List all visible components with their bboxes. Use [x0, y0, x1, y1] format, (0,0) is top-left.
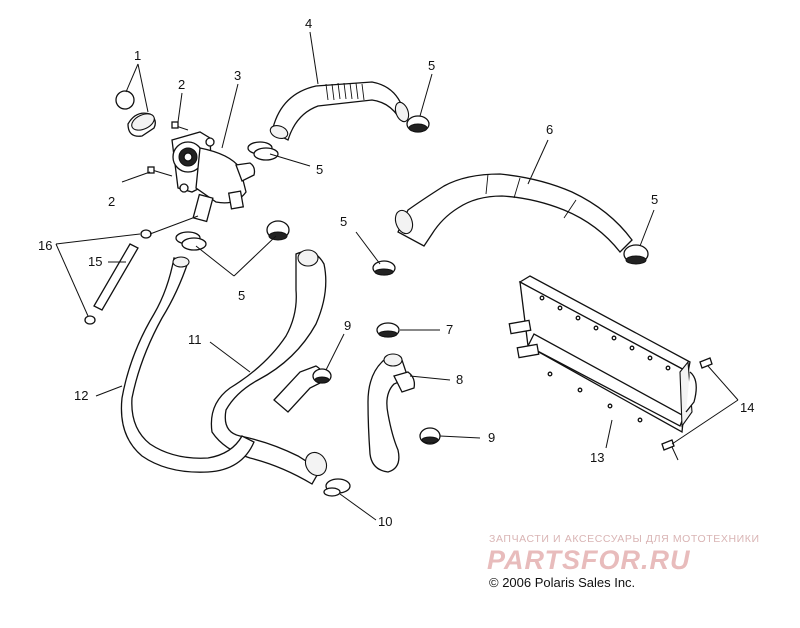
clamp-5-upper-left	[247, 141, 279, 161]
callout-9-upper: 9	[344, 318, 351, 333]
callout-14: 14	[740, 400, 754, 415]
clamp-5-middle	[266, 220, 290, 241]
clamp-7	[376, 322, 400, 338]
callout-16: 16	[38, 238, 52, 253]
callout-11: 11	[188, 332, 202, 347]
callout-5-right: 5	[651, 192, 658, 207]
watermark-logo: PARTSFOR.RU	[487, 545, 691, 575]
upper-hose	[269, 81, 410, 141]
leader-lines	[55, 31, 739, 521]
heat-exchanger	[508, 275, 697, 434]
screw-top-right	[699, 357, 713, 369]
callout-3: 3	[234, 68, 241, 83]
lower-hose-long	[120, 256, 255, 473]
screw-upper	[171, 121, 189, 131]
clamp-10	[323, 478, 351, 497]
clamp-5-right	[623, 244, 649, 265]
callout-5-lower-left: 5	[238, 288, 245, 303]
clamp-9-lower	[419, 427, 441, 445]
callout-labels: 1 2 2 3 4 5 5 5 5 5 6 7 8 9 9 10 11 12 1…	[38, 16, 754, 529]
watermark-tagline: ЗАПЧАСТИ И АКСЕССУАРЫ ДЛЯ МОТОТЕХНИКИ	[489, 533, 760, 545]
screw-bottom-right	[661, 439, 679, 461]
callout-15: 15	[88, 254, 102, 269]
callout-4: 4	[305, 16, 312, 31]
plug-upper	[140, 229, 152, 239]
radiator-cap	[115, 90, 156, 137]
clamp-9-upper	[312, 368, 332, 384]
callout-5-center: 5	[340, 214, 347, 229]
clamp-5-upper-right	[406, 115, 430, 133]
callout-12: 12	[74, 388, 88, 403]
callout-9-lower: 9	[488, 430, 495, 445]
clamp-5-center	[372, 260, 396, 276]
callout-13: 13	[590, 450, 604, 465]
rod	[93, 243, 139, 311]
callout-10: 10	[378, 514, 392, 529]
heat-exchanger-holes	[539, 295, 671, 423]
callout-8: 8	[456, 372, 463, 387]
callout-7: 7	[446, 322, 453, 337]
clamp-5-left	[175, 231, 207, 251]
screw-lower	[147, 166, 173, 177]
radiator-hose-long	[394, 173, 633, 253]
callout-5-upper-left: 5	[316, 162, 323, 177]
callout-6: 6	[546, 122, 553, 137]
middle-hose	[210, 249, 328, 485]
elbow-hose	[367, 353, 416, 473]
callout-5-top-right: 5	[428, 58, 435, 73]
filler-neck-housing	[171, 131, 256, 223]
plug-lower	[84, 315, 96, 325]
callout-2-lower: 2	[108, 194, 115, 209]
copyright-text: © 2006 Polaris Sales Inc.	[489, 575, 636, 590]
callout-1: 1	[134, 48, 141, 63]
callout-2-upper: 2	[178, 77, 185, 92]
